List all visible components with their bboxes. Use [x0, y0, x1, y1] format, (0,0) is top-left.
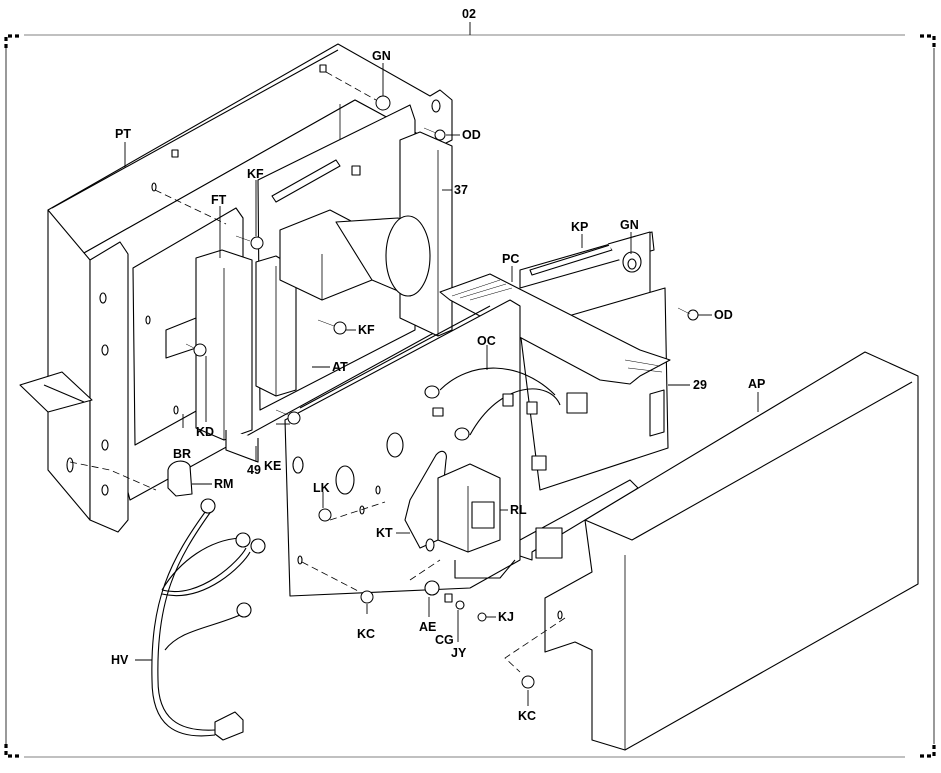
callout-od: OD [462, 128, 481, 142]
callout-jy: JY [451, 646, 467, 660]
callout-hv: HV [111, 653, 129, 667]
callout-gn: GN [372, 49, 391, 63]
screws [185, 95, 699, 689]
callout-37: 37 [454, 183, 468, 197]
alignment-lines [69, 71, 566, 673]
callout-ft: FT [211, 193, 227, 207]
callout-kf: KF [247, 167, 264, 181]
callout-ke: KE [264, 459, 281, 473]
callout-kc: KC [518, 709, 536, 723]
callout-rl: RL [510, 503, 527, 517]
callout-kc: KC [357, 627, 375, 641]
part-hv-harness [151, 498, 266, 741]
part-oc-cable [424, 367, 561, 441]
figure-number: 02 [462, 7, 476, 21]
callout-49: 49 [247, 463, 261, 477]
callout-ap: AP [748, 377, 765, 391]
leader-lines [124, 63, 759, 706]
callout-labels: PT GN OD 37 KF FT KF KP GN PC OD AT OC 2… [111, 49, 765, 723]
callout-pc: PC [502, 252, 519, 266]
diagram-frame [4, 22, 936, 758]
part-ft-filter [195, 209, 431, 463]
callout-od: OD [714, 308, 733, 322]
callout-pt: PT [115, 127, 131, 141]
callout-kj: KJ [498, 610, 514, 624]
part-ap-cover [519, 351, 919, 751]
callout-cg: CG [435, 633, 454, 647]
callout-kd: KD [196, 425, 214, 439]
callout-oc: OC [477, 334, 496, 348]
callout-29: 29 [693, 378, 707, 392]
part-rm-clip [167, 460, 193, 497]
callout-gn: GN [620, 218, 639, 232]
callout-br: BR [173, 447, 191, 461]
callout-rm: RM [214, 477, 233, 491]
callout-ae: AE [419, 620, 436, 634]
callout-kt: KT [376, 526, 393, 540]
callout-at: AT [332, 360, 348, 374]
callout-lk: LK [313, 481, 330, 495]
callout-kp: KP [571, 220, 588, 234]
callout-kf: KF [358, 323, 375, 337]
part-main-plate [284, 299, 521, 597]
